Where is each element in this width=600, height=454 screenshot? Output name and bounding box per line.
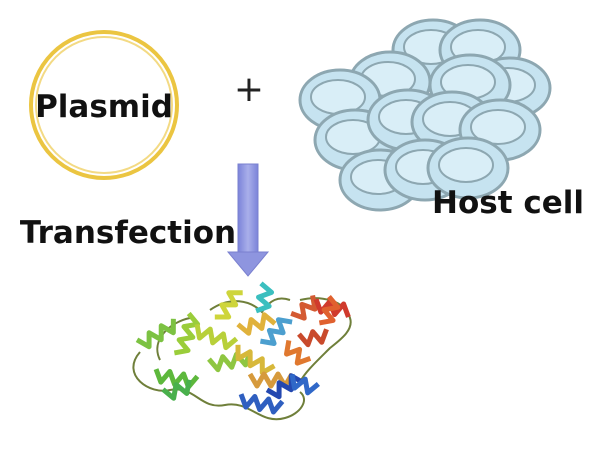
- protein-helix: [173, 311, 201, 356]
- protein-helix: [236, 312, 277, 336]
- transfection-label: Transfection: [20, 215, 236, 251]
- plasmid-ring: [29, 30, 179, 180]
- plasmid-outer-ring: [29, 30, 179, 180]
- host-cell-disc: [426, 136, 510, 200]
- protein-helix: [318, 295, 341, 326]
- protein-structure-icon: [132, 281, 352, 421]
- protein-helix: [284, 339, 312, 366]
- protein-helix: [235, 344, 276, 376]
- protein-helix: [259, 317, 293, 346]
- protein-helix: [290, 294, 318, 321]
- host-cell-cluster: [298, 18, 552, 212]
- protein-helix: [214, 290, 243, 320]
- plasmid-label: Plasmid: [35, 89, 173, 125]
- protein-helix: [161, 379, 192, 401]
- arrow-head: [226, 251, 270, 277]
- protein-helix: [297, 328, 329, 348]
- protein-helix: [289, 373, 320, 396]
- protein-helix: [238, 393, 285, 415]
- protein-helix: [255, 281, 275, 314]
- protein-helix: [135, 318, 176, 350]
- arrow-shaft: [237, 163, 259, 255]
- plasmid-inner-ring: [35, 36, 173, 174]
- protein-backbone-loops: [132, 297, 352, 421]
- protein-helix: [194, 323, 239, 351]
- transfection-arrow: [226, 163, 270, 277]
- plus-symbol: +: [234, 69, 264, 110]
- protein-helix: [207, 350, 253, 373]
- host-cell-label: Host cell: [432, 185, 584, 221]
